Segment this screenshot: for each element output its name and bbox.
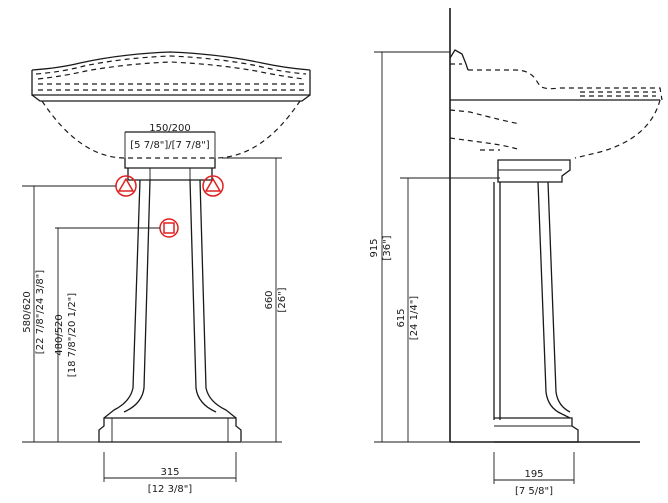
dim-base-width-mm: 315 (160, 467, 179, 478)
side-pedestal-base (494, 417, 579, 443)
front-pedestal-base (98, 417, 242, 443)
dim-supply-height: 580/620 [22 7/8"/24 3/8"] (22, 185, 116, 443)
side-basin-profile (449, 49, 663, 159)
dim-base-width: 315 [12 3/8"] (103, 452, 237, 495)
drain-outlet-icon (159, 218, 179, 238)
front-basin-rim (31, 51, 311, 102)
dim-top-width-mm: 150/200 (149, 123, 191, 134)
dim-supply-height-mm: 580/620 (22, 291, 33, 333)
dim-top-width-in: [5 7/8"]/[7 7/8"] (130, 140, 210, 151)
dim-base-width-in: [12 3/8"] (148, 484, 192, 495)
dim-drain-height-mm: 480/520 (54, 314, 65, 356)
dim-base-depth-mm: 195 (524, 469, 543, 480)
dim-supply-height-in: [22 7/8"/24 3/8"] (35, 270, 46, 354)
dim-base-depth: 195 [7 5/8"] (493, 452, 575, 497)
side-pedestal-column (493, 181, 571, 420)
dim-drain-height-in: [18 7/8"/20 1/2"] (67, 293, 78, 377)
dim-top-width: 150/200 [5 7/8"]/[7 7/8"] (124, 123, 216, 160)
dim-pedestal-height: 660 [26"] (222, 157, 288, 443)
dim-side-pedestal-height-in: [24 1/4"] (409, 296, 420, 340)
side-view: 915 [36"] 615 [24 1/4"] 195 [7 5/8"] (369, 8, 663, 497)
dim-overall-height-in: [36"] (382, 235, 393, 260)
supply-valve-left-icon (115, 175, 137, 197)
supply-valve-right-icon (202, 175, 224, 197)
dim-base-depth-in: [7 5/8"] (515, 486, 553, 497)
side-pedestal-cap (497, 159, 571, 183)
dim-pedestal-height-mm: 660 (264, 290, 275, 309)
dim-overall-height-mm: 915 (369, 238, 380, 257)
front-view: 150/200 [5 7/8"]/[7 7/8"] 580/620 [22 7/… (22, 51, 311, 495)
dim-pedestal-height-in: [26"] (277, 287, 288, 312)
dim-side-pedestal-height: 615 [24 1/4"] (396, 177, 500, 442)
front-pedestal-cap (124, 131, 216, 181)
dim-drain-height: 480/520 [18 7/8"/20 1/2"] (54, 227, 160, 442)
dim-side-pedestal-height-mm: 615 (396, 308, 407, 327)
front-bowl-outline (41, 100, 301, 159)
front-pedestal-column (103, 179, 237, 419)
dim-overall-height: 915 [36"] (369, 51, 450, 443)
